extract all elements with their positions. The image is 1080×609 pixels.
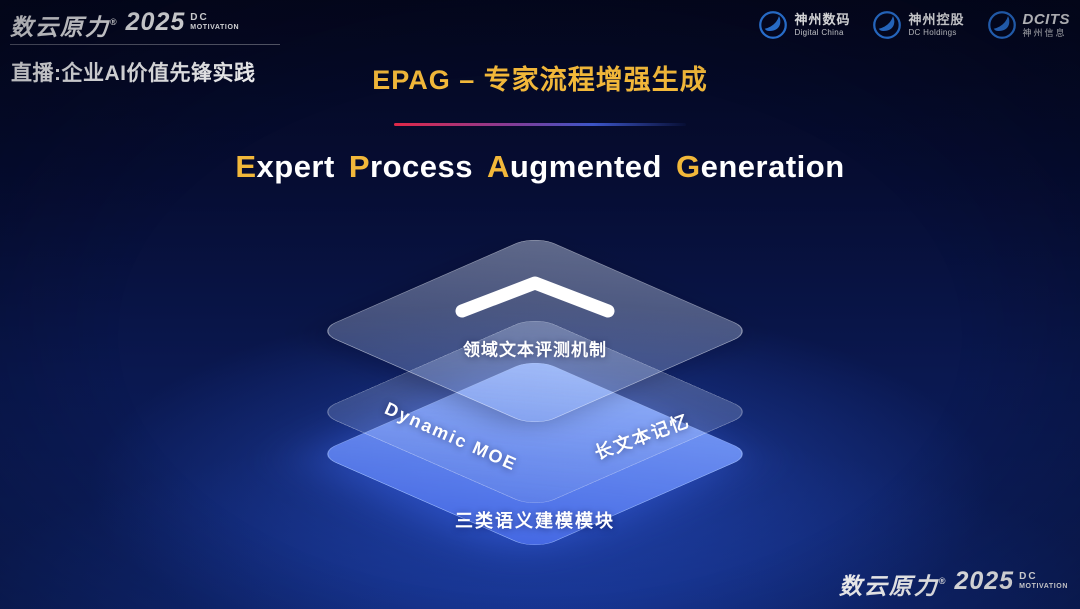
brand-sub-lockup: DC MOTIVATION [190,12,239,32]
page-title: EPAG – 专家流程增强生成 [372,65,708,95]
dcits-swoosh-icon [987,10,1017,40]
partner-text: 神州数码 Digital China [794,11,851,37]
partner-text: 神州控股 DC Holdings [908,11,965,37]
registered-mark: ® [110,17,119,27]
subtitle-word-augmented: Augmented [486,149,662,184]
brand-motivation: MOTIVATION [1019,582,1068,590]
partner-subtitle: Digital China [794,27,844,37]
partner-name: DCITS [1022,11,1070,29]
partner-digital-china: 神州数码 Digital China [758,10,850,40]
partner-logos: 神州数码 Digital China 神州控股 DC Holdings [758,10,1070,40]
dc-holdings-swoosh-icon [872,10,902,40]
partner-text: DCITS 神州信息 [1023,11,1071,39]
brand-sub-lockup: DC MOTIVATION [1019,571,1068,591]
live-stream-label: 直播:企业AI价值先锋实践 [11,62,256,85]
top-layer-label: 领域文本评测机制 [463,340,607,360]
partner-name: 神州数码 [794,11,851,27]
subtitle-word-generation: Generation [676,149,845,184]
registered-mark: ® [938,576,948,586]
brand-dc: DC [190,12,209,23]
subtitle: Expert Process Augmented Generation [0,149,1080,185]
brand-underline [10,44,280,45]
partner-dcits: DCITS 神州信息 [987,10,1071,40]
brand-logo-bottom-right: 数云原力® 2025 DC MOTIVATION [839,567,1068,601]
partner-subtitle: DC Holdings [908,27,957,37]
brand-name: 数云原力® [10,14,119,40]
title-accent-line [394,123,686,126]
subtitle-word-expert: Expert [235,149,335,184]
chevron-up-icon [455,276,615,318]
brand-dc: DC [1019,571,1038,582]
digital-china-swoosh-icon [758,10,788,40]
partner-subtitle: 神州信息 [1022,28,1067,39]
bottom-layer-label: 三类语义建模模块 [455,511,615,531]
partner-dc-holdings: 神州控股 DC Holdings [872,10,964,40]
brand-name: 数云原力® [838,573,948,599]
brand-logo-top-left: 数云原力® 2025 DC MOTIVATION [10,8,239,42]
brand-year: 2025 [125,8,186,36]
brand-motivation: MOTIVATION [190,23,240,31]
brand-year: 2025 [954,567,1015,595]
partner-name: 神州控股 [908,11,965,27]
subtitle-word-process: Process [348,149,473,184]
